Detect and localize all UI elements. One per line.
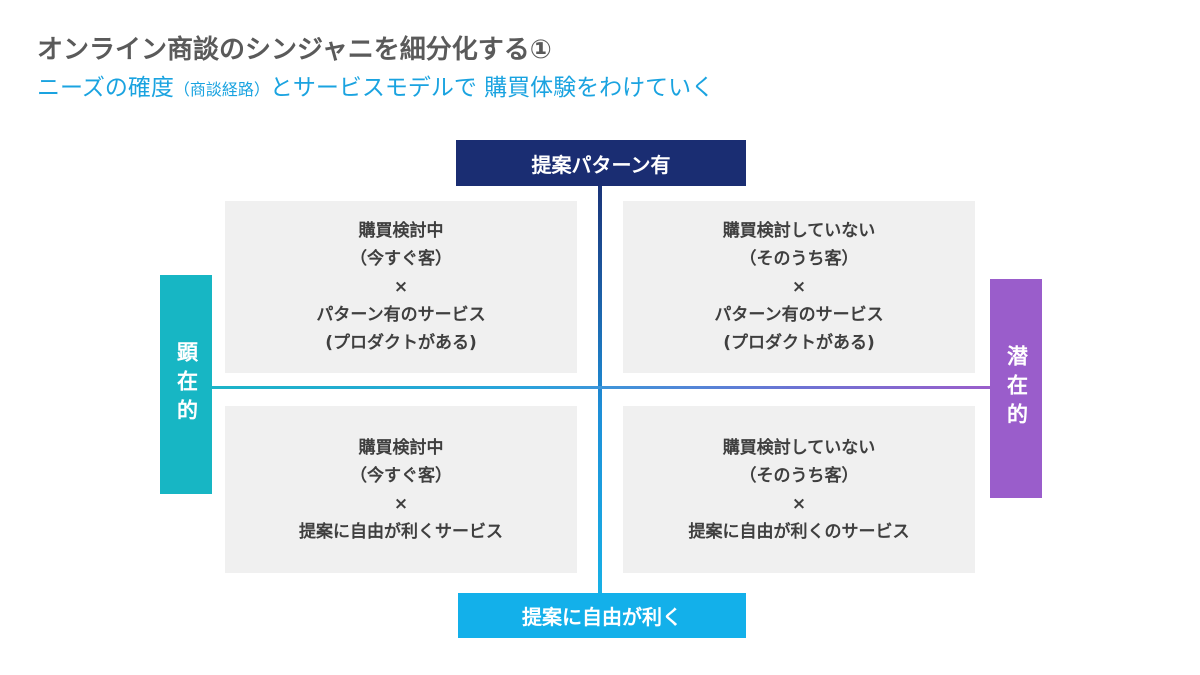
subtitle-rest: とサービスモデルで 購買体験をわけていく: [269, 75, 715, 101]
quadrant-line: (プロダクトがある): [723, 333, 875, 353]
quadrant-line: 提案に自由が利くサービス: [299, 521, 503, 542]
axis-label-top-text: 提案パターン有: [531, 152, 671, 177]
axis-label-bottom-text: 提案に自由が利く: [522, 605, 682, 629]
axis-label-left-text: 顕在的: [174, 341, 199, 428]
quadrant-line: ×: [791, 493, 807, 514]
quadrant-line: パターン有のサービス: [714, 305, 884, 325]
quadrant-line: パターン有のサービス: [316, 305, 486, 325]
quadrant-line: ×: [393, 493, 409, 514]
axis-label-right-text: 潜在的: [1004, 345, 1029, 432]
quadrant-line: 購買検討していない: [722, 437, 876, 458]
quadrant-top-left: 購買検討中 （今すぐ客） × パターン有のサービス (プロダクトがある): [225, 201, 577, 373]
quadrant-line: 購買検討中: [358, 221, 444, 241]
quadrant-line: （今すぐ客）: [350, 249, 452, 269]
axis-label-left: 顕在的: [160, 275, 212, 494]
quadrant-line: 購買検討していない: [722, 221, 876, 241]
quadrant-top-right: 購買検討していない （そのうち客） × パターン有のサービス (プロダクトがある…: [623, 201, 975, 373]
quadrant-bottom-right: 購買検討していない （そのうち客） × 提案に自由が利くのサービス: [623, 406, 975, 573]
axis-label-top: 提案パターン有: [456, 140, 746, 186]
subtitle-main: ニーズの確度: [37, 75, 174, 101]
page-subtitle: ニーズの確度（商談経路）とサービスモデルで 購買体験をわけていく: [37, 72, 714, 106]
quadrant-line: (プロダクトがある): [325, 333, 477, 353]
quadrant-line: 提案に自由が利くのサービス: [688, 521, 910, 542]
quadrant-line: （そのうち客）: [739, 249, 859, 269]
axis-label-right: 潜在的: [990, 279, 1042, 498]
horizontal-axis-line: [212, 386, 990, 389]
page-title: オンライン商談のシンジャニを細分化する①: [37, 35, 552, 65]
quadrant-line: ×: [791, 277, 807, 297]
quadrant-line: ×: [393, 277, 409, 297]
quadrant-line: 購買検討中: [358, 437, 444, 458]
axis-label-bottom: 提案に自由が利く: [458, 593, 746, 638]
quadrant-line: （今すぐ客）: [350, 465, 452, 486]
quadrant-bottom-left: 購買検討中 （今すぐ客） × 提案に自由が利くサービス: [225, 406, 577, 573]
quadrant-line: （そのうち客）: [739, 465, 859, 486]
subtitle-paren: （商談経路）: [173, 80, 270, 99]
vertical-axis-line: [598, 186, 602, 596]
